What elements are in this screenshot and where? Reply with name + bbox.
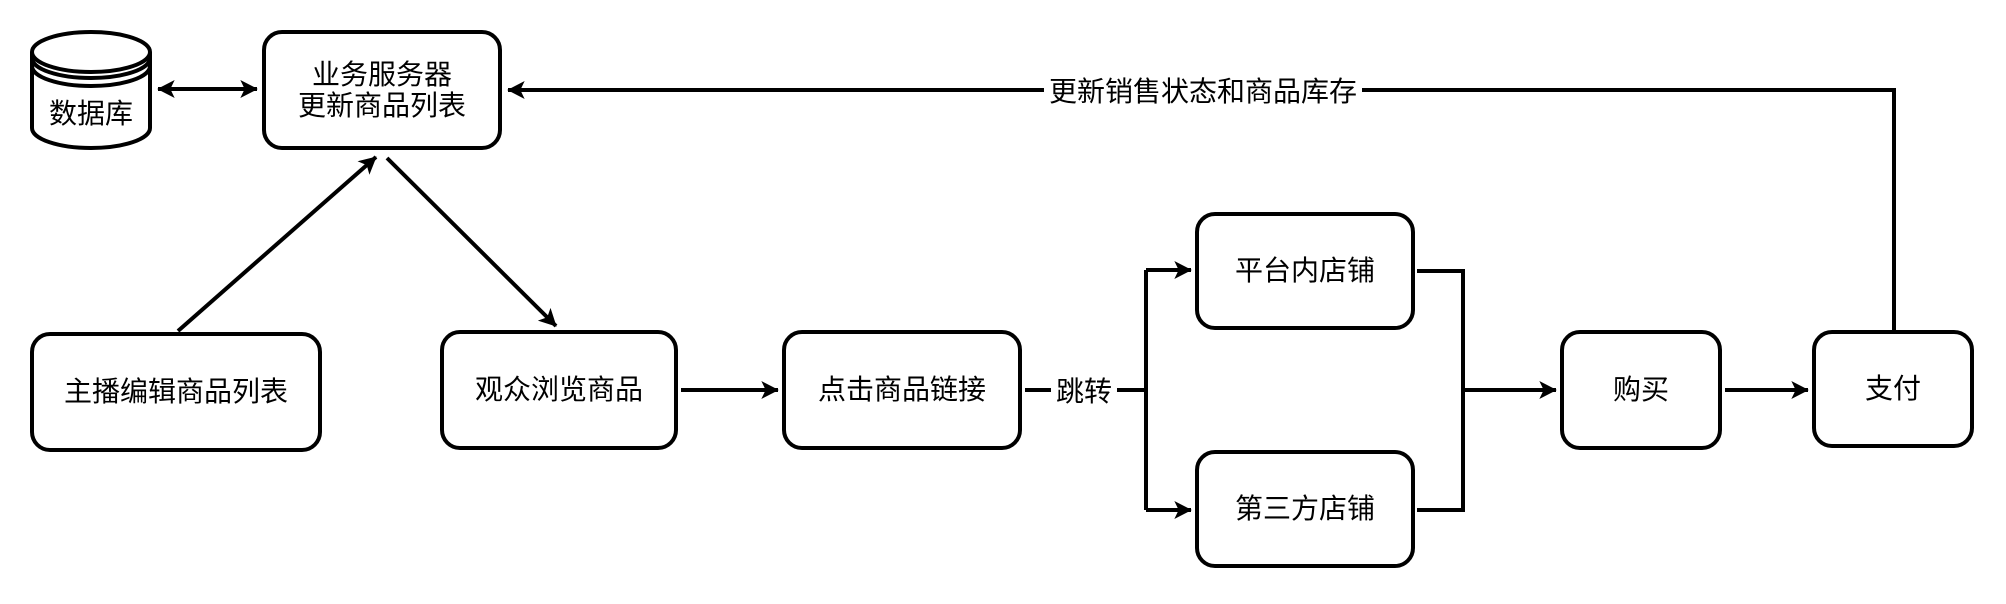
edge-platform-store-merge xyxy=(1417,269,1465,392)
edge-third-party-store-merge xyxy=(1417,388,1465,512)
host-edit-label: 主播编辑商品列表 xyxy=(63,376,288,408)
node-business-server: 业务服务器 更新商品列表 xyxy=(262,30,502,150)
click-product-link-label: 点击商品链接 xyxy=(817,374,986,406)
pay-label: 支付 xyxy=(1864,373,1921,405)
platform-store-label: 平台内店铺 xyxy=(1234,255,1375,287)
edge-label-jump: 跳转 xyxy=(1050,370,1118,410)
node-buy: 购买 xyxy=(1560,330,1722,450)
business-server-label-line2: 更新商品列表 xyxy=(297,90,466,121)
edge-label-update-status: 更新销售状态和商品库存 xyxy=(1043,70,1363,110)
third-party-store-label: 第三方店铺 xyxy=(1234,493,1375,525)
database-label-text: 数据库 xyxy=(48,98,133,129)
node-viewers-browse-products: 观众浏览商品 xyxy=(440,330,678,450)
database-cylinder-icon xyxy=(30,30,152,150)
node-third-party-store: 第三方店铺 xyxy=(1195,450,1415,568)
edge-server-to-viewers xyxy=(385,156,558,328)
node-database-label: 数据库 xyxy=(30,78,152,146)
node-host-edit-product-list: 主播编辑商品列表 xyxy=(30,332,322,452)
node-click-product-link: 点击商品链接 xyxy=(782,330,1022,450)
viewers-browse-label: 观众浏览商品 xyxy=(474,374,643,406)
business-server-label-line1: 业务服务器 xyxy=(311,58,452,90)
edge-pay-to-server-feedback xyxy=(507,81,1896,330)
buy-label: 购买 xyxy=(1612,374,1669,406)
node-pay: 支付 xyxy=(1812,330,1974,448)
node-platform-store: 平台内店铺 xyxy=(1195,212,1415,330)
edge-host-to-server xyxy=(176,155,378,333)
